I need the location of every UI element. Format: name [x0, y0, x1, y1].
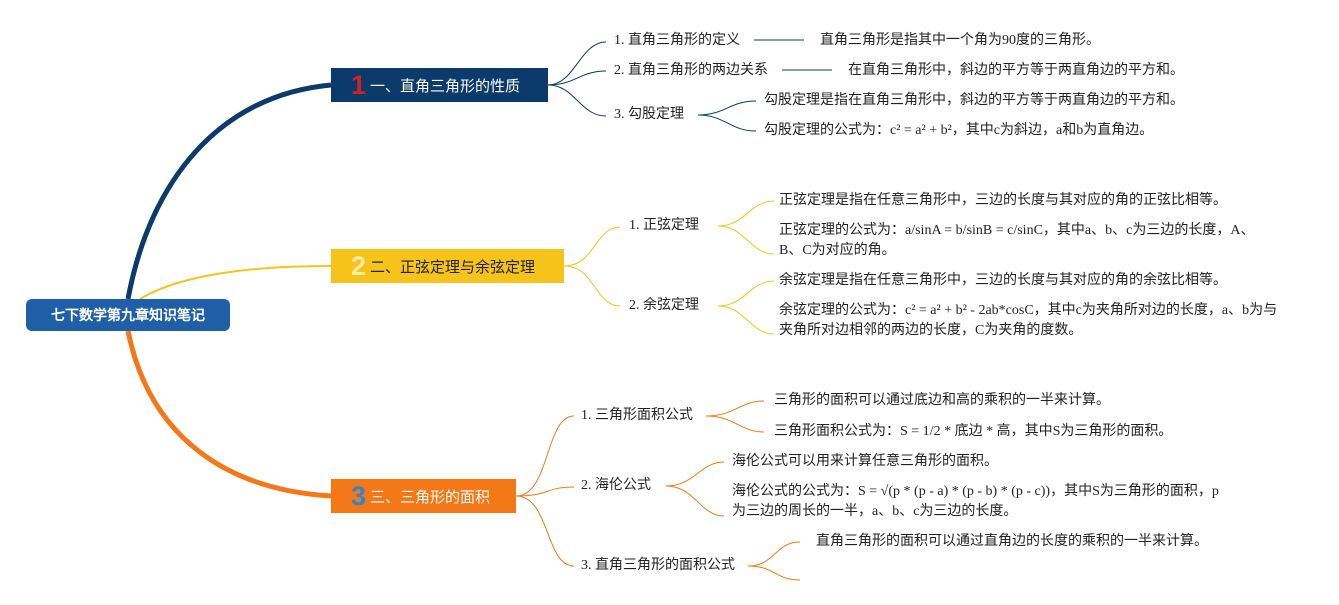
sub-label: 3. 直角三角形的面积公式: [581, 558, 735, 573]
root-node[interactable]: 七下数学第九章知识笔记: [26, 299, 230, 331]
leaf-node-2-2-2[interactable]: 余弦定理的公式为：c² = a² + b² - 2ab*cosC，其中c为夹角所…: [779, 303, 1278, 338]
sub-label: 2. 余弦定理: [629, 298, 699, 313]
sub-node-1-3[interactable]: 3. 勾股定理: [614, 106, 684, 124]
leaf-node-1-1-1[interactable]: 直角三角形是指其中一个角为90度的三角形。: [820, 33, 1100, 48]
leaf-node-1-2-1[interactable]: 在直角三角形中，斜边的平方等于两直角边的平方和。: [848, 63, 1184, 78]
branch-node-2[interactable]: 2 二、正弦定理与余弦定理: [331, 249, 564, 283]
sub-node-3-3[interactable]: 3. 直角三角形的面积公式: [581, 557, 735, 575]
leaf-node-3-2-1[interactable]: 海伦公式可以用来计算任意三角形的面积。: [732, 454, 998, 469]
sub-label: 3. 勾股定理: [614, 107, 684, 122]
connector-root-branch-2: [139, 265, 332, 300]
branch-node-3[interactable]: 3 三、三角形的面积: [331, 479, 516, 513]
sub-label: 2. 直角三角形的两边关系: [614, 63, 768, 78]
connector-b3-sub3-leaf1: [747, 541, 801, 567]
sub-label: 1. 直角三角形的定义: [614, 33, 740, 48]
connector-b3-sub1-leaf1: [705, 400, 765, 417]
leaf-node-3-1-1[interactable]: 三角形的面积可以通过底边和高的乘积的一半来计算。: [774, 393, 1110, 408]
connector-b3-sub3: [515, 495, 575, 567]
sub-label: 1. 正弦定理: [629, 218, 699, 233]
leaf-node-2-1-1[interactable]: 正弦定理是指在任意三角形中，三边的长度与其对应的角的正弦比相等。: [779, 193, 1227, 208]
sub-node-3-2[interactable]: 2. 海伦公式: [581, 477, 651, 495]
connector-b3-sub2-leaf1: [665, 461, 725, 487]
sub-node-1-1[interactable]: 1. 直角三角形的定义: [614, 32, 740, 50]
connector-root-branch-3: [125, 330, 332, 499]
connector-b1-sub3-leaf2: [697, 114, 757, 132]
sub-label: 2. 海伦公式: [581, 478, 651, 493]
root-title: 七下数学第九章知识笔记: [51, 307, 205, 323]
connector-b1-sub3: [547, 84, 607, 117]
leaf-node-1-3-1[interactable]: 勾股定理是指在直角三角形中，斜边的平方等于两直角边的平方和。: [764, 93, 1184, 108]
leaf-node-2-1-2[interactable]: 正弦定理的公式为：a/sinA = b/sinB = c/sinC，其中a、b、…: [779, 223, 1255, 258]
connector-b2-sub2-leaf1: [717, 280, 775, 307]
leaf-node-1-3-2[interactable]: 勾股定理的公式为：c² = a² + b²，其中c为斜边，a和b为直角边。: [764, 123, 1154, 138]
sub-label: 1. 三角形面积公式: [581, 408, 693, 423]
sub-node-2-1[interactable]: 1. 正弦定理: [629, 217, 699, 235]
sub-node-3-1[interactable]: 1. 三角形面积公式: [581, 407, 693, 425]
connector-b2-sub1-leaf2: [717, 225, 775, 255]
leaf-node-3-3-1[interactable]: 直角三角形的面积可以通过直角边的长度的乘积的一半来计算。: [816, 534, 1208, 549]
connector-b2-sub1-leaf1: [717, 200, 775, 227]
branch-number-2: 2: [351, 250, 367, 281]
connector-b3-sub2: [515, 486, 575, 497]
connector-b3-sub1-leaf2: [705, 415, 765, 433]
leaf-node-2-2-1[interactable]: 余弦定理是指在任意三角形中，三边的长度与其对应的角的余弦比相等。: [779, 273, 1227, 288]
connector-b3-sub1: [515, 415, 575, 497]
connector-b1-sub1: [547, 41, 607, 86]
branch-node-1[interactable]: 1 一、直角三角形的性质: [331, 68, 548, 102]
leaf-node-3-2-2[interactable]: 海伦公式的公式为：S = √(p * (p - a) * (p - b) * (…: [732, 484, 1219, 519]
connector-b2-sub2-leaf2: [717, 305, 775, 335]
connector-b1-sub2: [547, 70, 607, 86]
leaf-node-3-1-2[interactable]: 三角形面积公式为：S = 1/2 * 底边 * 高，其中S为三角形的面积。: [774, 424, 1173, 439]
sub-node-2-2[interactable]: 2. 余弦定理: [629, 297, 699, 315]
connector-b3-sub3-leaf2: [747, 565, 801, 581]
connector-b2-sub1: [563, 226, 621, 267]
sub-node-1-2[interactable]: 2. 直角三角形的两边关系: [614, 62, 768, 80]
connector-b2-sub2: [563, 265, 621, 307]
branch-title-3: 三、三角形的面积: [370, 488, 491, 506]
branch-title-1: 一、直角三角形的性质: [370, 77, 521, 95]
connector-b3-sub2-leaf2: [665, 485, 725, 517]
connector-b1-sub3-leaf1: [697, 100, 757, 116]
branch-number-3: 3: [351, 480, 367, 511]
connector-root-branch-1: [125, 82, 332, 300]
branch-number-1: 1: [351, 69, 367, 100]
branch-title-2: 二、正弦定理与余弦定理: [370, 258, 536, 276]
